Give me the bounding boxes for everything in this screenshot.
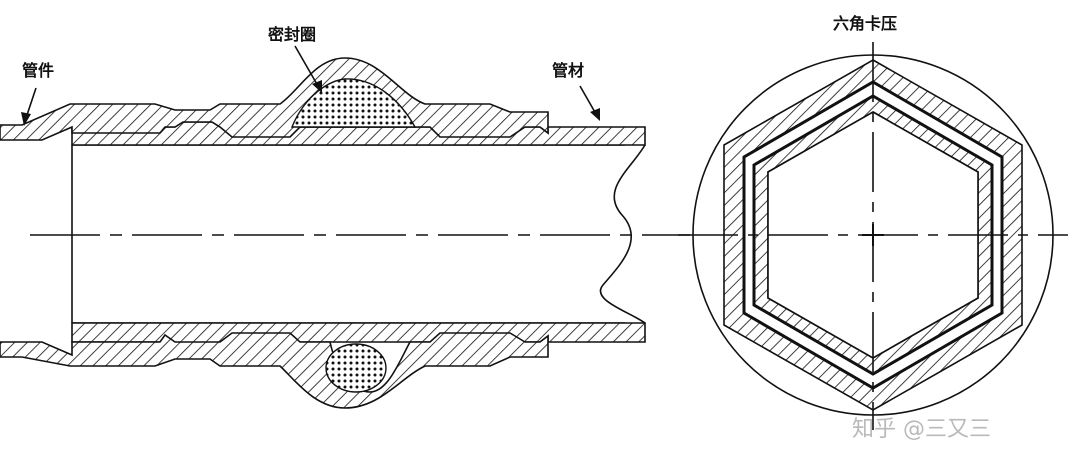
fitting-wall-bottom <box>0 332 549 409</box>
seal-leader <box>294 45 319 87</box>
leaders <box>21 45 600 126</box>
fitting-wall-top <box>0 57 549 141</box>
hex-outline-inner <box>752 94 994 376</box>
watermark: 知乎 @三又三 <box>852 417 991 442</box>
fitting-label: 管件 <box>22 61 54 80</box>
seal-ring-bottom <box>325 343 387 393</box>
seal-leader-arrowhead <box>312 80 322 93</box>
pipe-leader-arrowhead <box>590 108 600 121</box>
fitting-leader <box>25 87 37 119</box>
fitting-leader-arrowhead <box>21 112 31 126</box>
hex-cross-section <box>678 42 1068 430</box>
pipe-label: 管材 <box>552 61 584 80</box>
pipe-break-line <box>599 144 646 324</box>
pipe-leader <box>579 85 597 115</box>
hex-press-label: 六角卡压 <box>833 14 897 33</box>
longitudinal-section <box>0 57 690 409</box>
seal-ring-label: 密封圈 <box>267 25 316 44</box>
seal-ring-top <box>290 78 417 128</box>
